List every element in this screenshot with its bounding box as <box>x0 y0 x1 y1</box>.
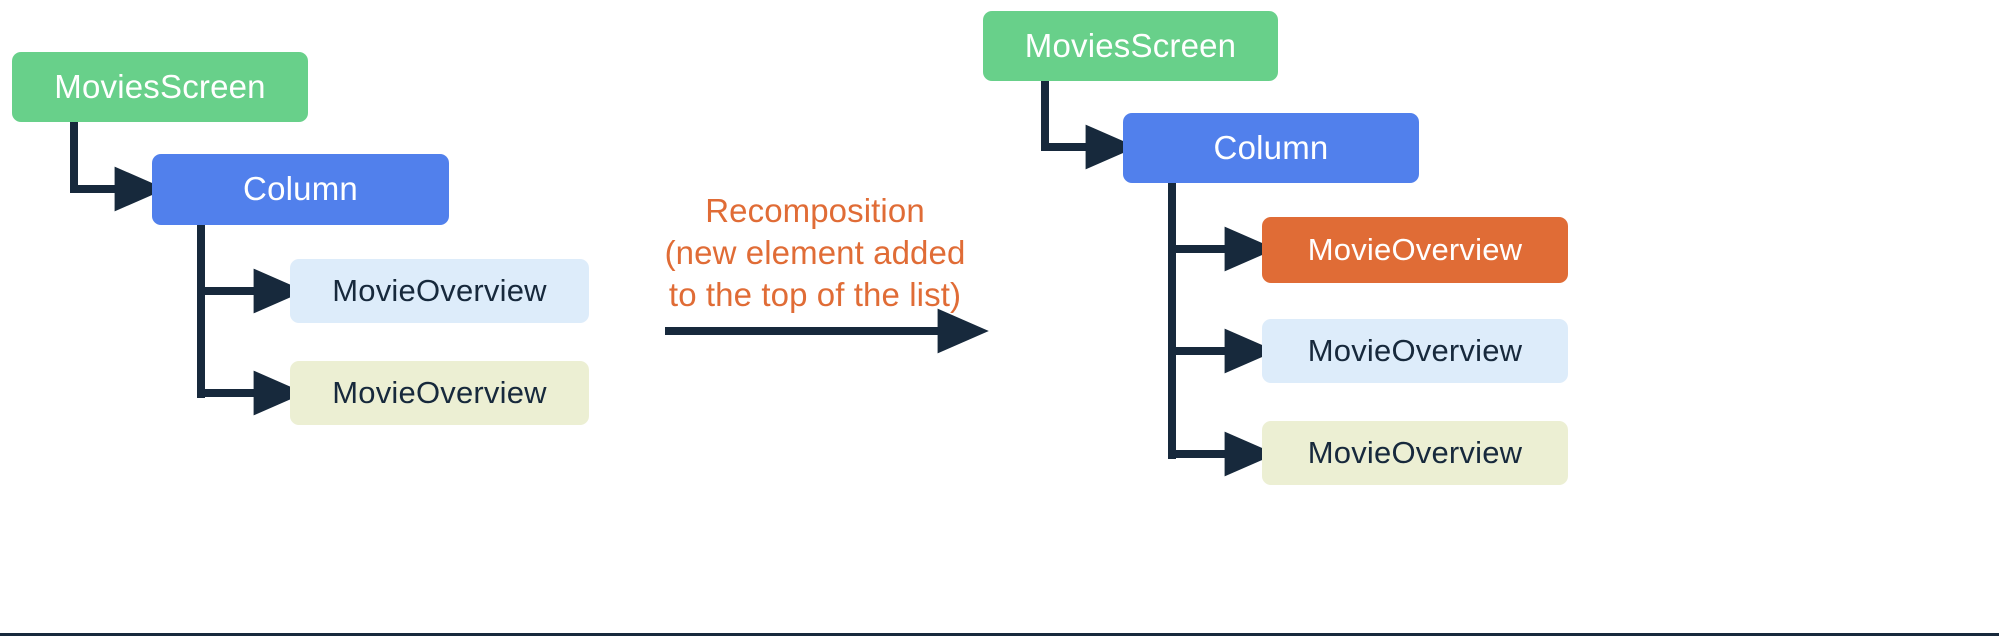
connector-right-screen-to-column <box>1041 77 1137 170</box>
connector-left-screen-to-column <box>70 118 166 212</box>
transition-label: Recomposition (new element added to the … <box>664 192 966 314</box>
before-node-movie-overview-1[interactable]: MovieOverview <box>290 259 589 323</box>
after-node-movie-overview-2[interactable]: MovieOverview <box>1262 319 1568 383</box>
after-node-column[interactable]: Column <box>1123 113 1419 183</box>
before-node-column[interactable]: Column <box>152 154 449 225</box>
after-node-movie-overview-3[interactable]: MovieOverview <box>1262 421 1568 485</box>
after-node-movie-overview-1-new[interactable]: MovieOverview <box>1262 217 1568 283</box>
before-node-movie-overview-2[interactable]: MovieOverview <box>290 361 589 425</box>
bottom-divider <box>0 633 1999 636</box>
before-node-movies-screen[interactable]: MoviesScreen <box>12 52 308 122</box>
after-node-movies-screen[interactable]: MoviesScreen <box>983 11 1278 81</box>
